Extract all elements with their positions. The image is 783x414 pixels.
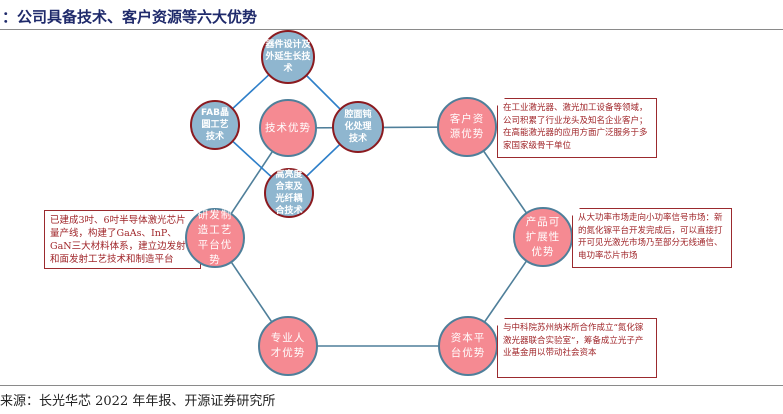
callout-capital: 与中科院苏州纳米所合作成立“氮化镓激光器联合实验室”，筹备成立光子产业基金用以带… [497,318,657,378]
source-note: 来源：长光华芯 2022 年年报、开源证券研究所 [0,394,276,409]
node-fab: FAB晶圆工艺技术 [190,100,240,150]
callout-product: 从大功率市场走向小功率信号市场：新的氮化镓平台开发完成后，可以直接打开可见光激光… [572,208,732,268]
advantage-tech: 技术优势 [259,99,317,157]
advantage-rnd: 研发制造工艺平台优势 [185,208,245,268]
callout-customer: 在工业激光器、激光加工设备等领域，公司积累了行业龙头及知名企业客户；在高能激光器… [497,98,657,158]
figure-title: ：公司具备技术、客户资源等六大优势 [2,8,258,26]
node-facet: 腔面钝化处理技术 [332,101,384,153]
callout-rnd: 已建成3吋、6吋半导体激光芯片量产线，构建了GaAs、InP、GaN三大材料体系… [44,210,201,269]
bottom-divider [0,385,783,386]
top-divider [0,29,783,30]
advantage-product: 产品可扩展性优势 [513,207,573,267]
node-device-design: 器件设计及外延生长技术 [261,30,315,84]
advantage-capital: 资本平台优势 [438,316,498,376]
advantage-customer: 客户资源优势 [437,97,497,157]
node-beam: 高亮度合束及光纤耦合技术 [264,168,314,218]
advantage-talent: 专业人才优势 [258,316,318,376]
